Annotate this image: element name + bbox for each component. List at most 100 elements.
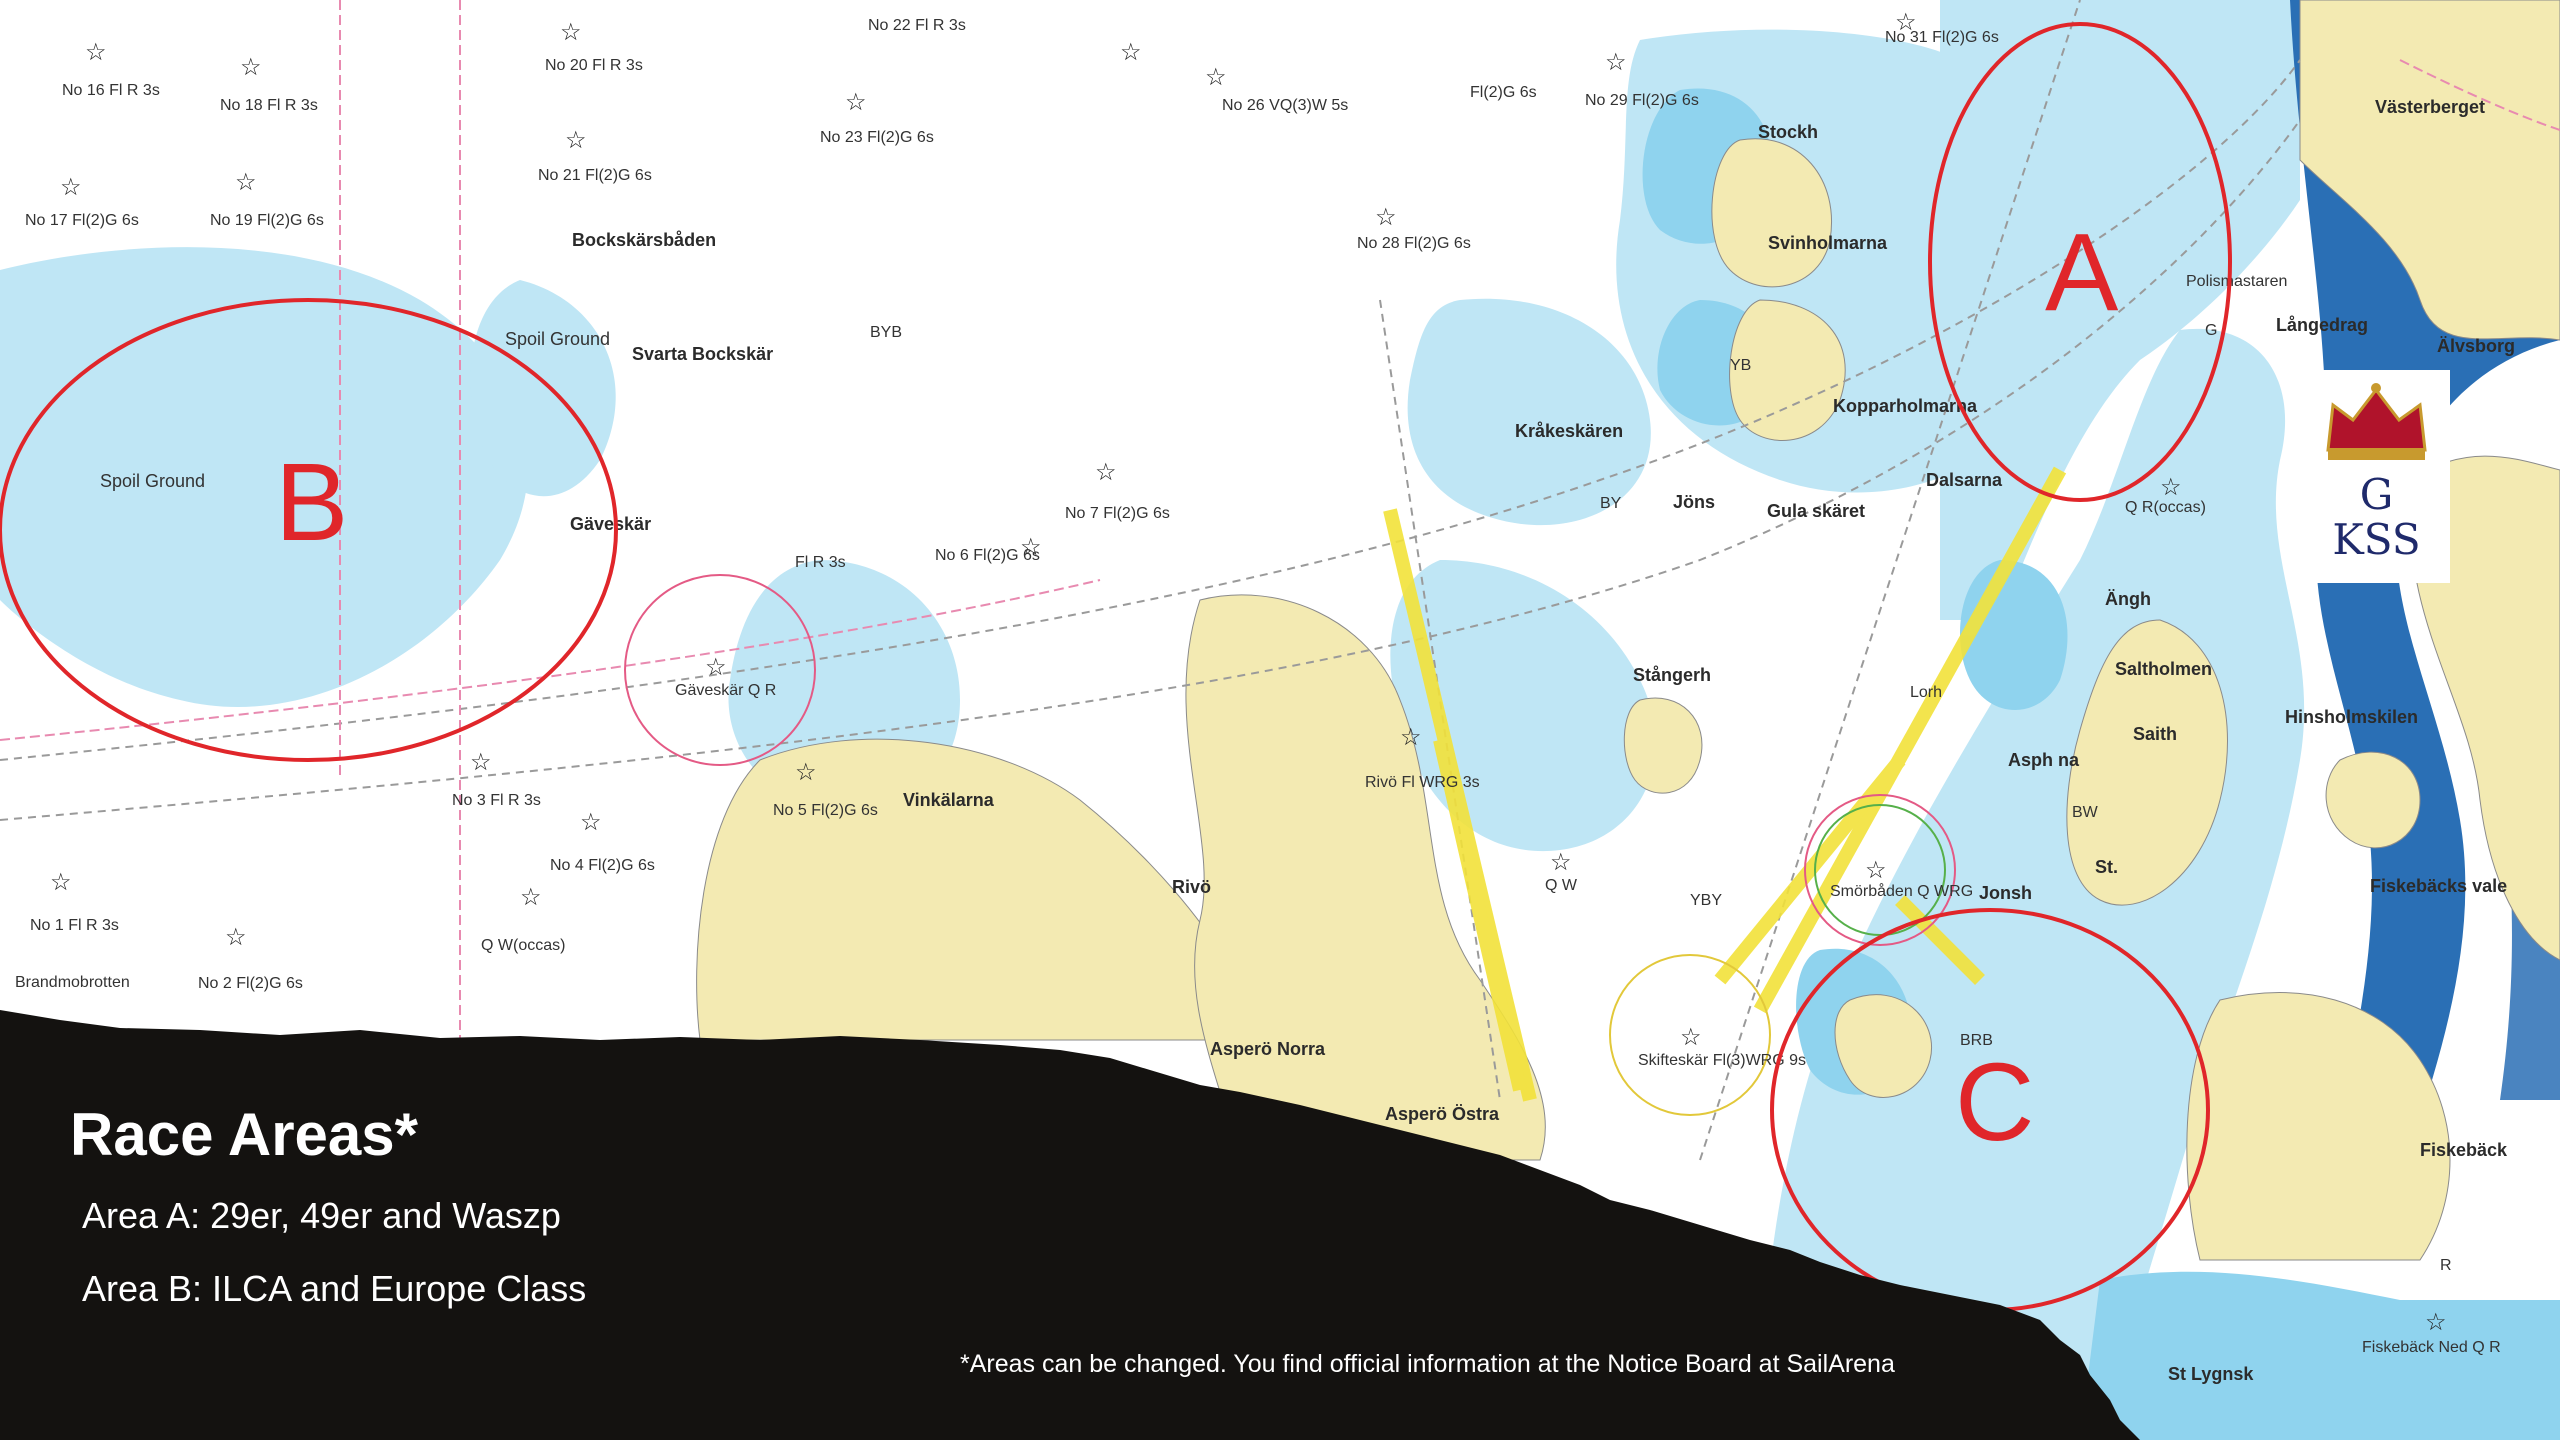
svg-text:No 5 Fl(2)G 6s: No 5 Fl(2)G 6s [773,802,878,819]
svg-text:Skifteskär Fl(3)WRG 9s: Skifteskär Fl(3)WRG 9s [1638,1052,1806,1069]
svg-text:R: R [2440,1257,2452,1274]
svg-text:No 20 Fl R 3s: No 20 Fl R 3s [545,57,643,74]
svg-text:Kopparholmarna: Kopparholmarna [1833,396,1978,416]
svg-text:No 16 Fl R 3s: No 16 Fl R 3s [62,82,160,99]
svg-text:No 18 Fl R 3s: No 18 Fl R 3s [220,97,318,114]
svg-text:No 17 Fl(2)G 6s: No 17 Fl(2)G 6s [25,212,139,229]
svg-text:Polismastaren: Polismastaren [2186,273,2287,290]
svg-text:☆: ☆ [1550,850,1572,876]
svg-text:☆: ☆ [240,55,262,81]
svg-text:Hinsholmskilen: Hinsholmskilen [2285,707,2418,727]
logo-letters-bottom: KSS [2332,515,2421,564]
svg-text:☆: ☆ [1400,725,1422,751]
svg-text:☆: ☆ [520,885,542,911]
svg-text:☆: ☆ [580,810,602,836]
svg-text:☆: ☆ [560,20,582,46]
svg-text:Dalsarna: Dalsarna [1926,470,2003,490]
svg-text:No 21 Fl(2)G 6s: No 21 Fl(2)G 6s [538,167,652,184]
svg-text:No 29 Fl(2)G 6s: No 29 Fl(2)G 6s [1585,92,1699,109]
race-area-a-circle [1928,22,2232,502]
boundary-lines [0,0,2560,1040]
svg-text:Vinkälarna: Vinkälarna [903,790,995,810]
svg-text:☆: ☆ [1865,858,1887,884]
svg-text:No 6 Fl(2)G 6s: No 6 Fl(2)G 6s [935,547,1040,564]
svg-text:No 22 Fl R 3s: No 22 Fl R 3s [868,17,966,34]
sector-lights [1383,466,2067,1102]
svg-text:No 19 Fl(2)G 6s: No 19 Fl(2)G 6s [210,212,324,229]
svg-text:Saith: Saith [2133,724,2177,744]
svg-text:☆: ☆ [1205,65,1227,91]
svg-text:Långedrag: Långedrag [2276,315,2368,335]
svg-text:☆: ☆ [235,170,257,196]
svg-text:Saltholmen: Saltholmen [2115,659,2212,679]
svg-text:No 28 Fl(2)G 6s: No 28 Fl(2)G 6s [1357,235,1471,252]
svg-text:Jöns: Jöns [1673,492,1715,512]
svg-text:No 23 Fl(2)G 6s: No 23 Fl(2)G 6s [820,129,934,146]
svg-text:Brandmobrotten: Brandmobrotten [15,974,130,991]
svg-text:☆: ☆ [1095,460,1117,486]
svg-text:Stockh: Stockh [1758,122,1818,142]
svg-text:☆: ☆ [1020,535,1042,561]
svg-text:Fiskebäcks vale: Fiskebäcks vale [2370,876,2507,896]
svg-text:No 4 Fl(2)G 6s: No 4 Fl(2)G 6s [550,857,655,874]
svg-text:☆: ☆ [2160,475,2182,501]
svg-text:Svarta Bockskär: Svarta Bockskär [632,344,773,364]
svg-text:Gäveskär: Gäveskär [570,514,651,534]
area-b-description: Area B: ILCA and Europe Class [82,1268,587,1309]
svg-text:No 26 VQ(3)W 5s: No 26 VQ(3)W 5s [1222,97,1348,114]
svg-text:☆: ☆ [50,870,72,896]
svg-text:Ängh: Ängh [2105,589,2151,609]
svg-text:Asph na: Asph na [2008,750,2080,770]
svg-text:St.: St. [2095,857,2118,877]
svg-text:Gäveskär Q R: Gäveskär Q R [675,682,776,699]
area-a-description: Area A: 29er, 49er and Waszp [82,1195,561,1236]
race-area-a-letter: A [2045,211,2119,334]
svg-text:☆: ☆ [1680,1025,1702,1051]
svg-text:☆: ☆ [1605,50,1627,76]
svg-text:Rivö Fl WRG 3s: Rivö Fl WRG 3s [1365,774,1480,791]
svg-text:No 1 Fl R 3s: No 1 Fl R 3s [30,917,119,934]
svg-text:Västerberget: Västerberget [2375,97,2485,117]
svg-text:No 2 Fl(2)G 6s: No 2 Fl(2)G 6s [198,975,303,992]
svg-text:Gula skäret: Gula skäret [1767,501,1865,521]
svg-text:☆: ☆ [60,175,82,201]
svg-text:☆: ☆ [705,655,727,681]
svg-text:Spoil Ground: Spoil Ground [505,329,610,349]
svg-text:☆: ☆ [795,760,817,786]
svg-text:Fiskebäck Ned Q R: Fiskebäck Ned Q R [2362,1339,2501,1356]
svg-text:No 3 Fl R 3s: No 3 Fl R 3s [452,792,541,809]
svg-text:☆: ☆ [565,128,587,154]
svg-text:BW: BW [2072,804,2099,821]
svg-text:☆: ☆ [470,750,492,776]
svg-text:Fl R 3s: Fl R 3s [795,554,846,571]
svg-text:Asperö Norra: Asperö Norra [1210,1039,1326,1059]
svg-text:Bockskärsbåden: Bockskärsbåden [572,230,716,250]
svg-text:Lorh: Lorh [1910,684,1942,701]
svg-text:Smörbåden Q WRG: Smörbåden Q WRG [1830,882,1973,900]
svg-text:BYB: BYB [870,324,902,341]
svg-text:☆: ☆ [225,925,247,951]
svg-text:St Lygnsk: St Lygnsk [2168,1364,2254,1384]
svg-text:No 31 Fl(2)G 6s: No 31 Fl(2)G 6s [1885,29,1999,46]
gkss-logo: G KSS [2303,370,2450,583]
svg-text:Stångerh: Stångerh [1633,665,1711,685]
svg-text:Q W(occas): Q W(occas) [481,937,565,954]
svg-text:YB: YB [1730,357,1751,374]
svg-text:BRB: BRB [1960,1032,1993,1049]
svg-text:Fl(2)G 6s: Fl(2)G 6s [1470,84,1537,101]
light-sector-rings [624,574,1956,1116]
svg-text:☆: ☆ [845,90,867,116]
svg-text:G: G [2205,322,2217,339]
svg-text:YBY: YBY [1690,892,1722,909]
svg-text:BY: BY [1600,495,1622,512]
race-area-c-letter: C [1955,1041,2034,1164]
svg-text:☆: ☆ [1895,10,1917,36]
place-labels: Bockskärsbåden Svarta Bockskär Gäveskär … [15,97,2515,1384]
logo-letters-top: G [2359,470,2394,519]
svg-text:☆: ☆ [2425,1310,2447,1336]
svg-text:Q R(occas): Q R(occas) [2125,499,2206,516]
svg-text:☆: ☆ [1375,205,1397,231]
legend-panel [0,1010,2140,1440]
